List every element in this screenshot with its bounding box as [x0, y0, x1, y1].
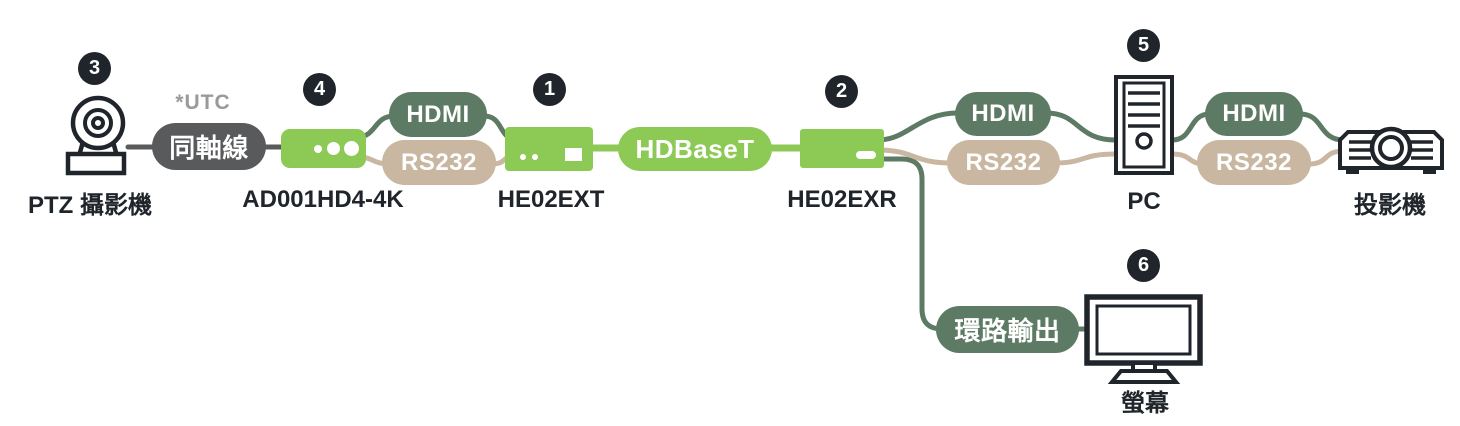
projector-label: 投影機 — [1354, 192, 1426, 219]
he02ext-label: HE02EXT — [497, 186, 605, 213]
rs232-pill-1: RS232 — [382, 140, 496, 185]
device-dot — [327, 142, 340, 155]
monitor-label: 螢幕 — [1121, 390, 1169, 417]
he02exr-label: HE02EXR — [787, 186, 897, 213]
badge-1: 1 — [533, 73, 566, 106]
badge-4: 4 — [303, 73, 336, 106]
loop-output-wire — [877, 156, 945, 332]
ad001-label: AD001HD4-4K — [242, 186, 404, 213]
hdbaset-pill: HDBaseT — [618, 127, 772, 171]
hdmi-pill-1: HDMI — [389, 92, 487, 137]
rs232-pill-3: RS232 — [1197, 140, 1311, 185]
hdmi-wire-pc-left — [1043, 110, 1119, 143]
he02ext-device — [505, 127, 593, 171]
device-dot — [520, 154, 526, 160]
hdmi-wire-exr-left — [875, 110, 961, 143]
projector-icon — [1336, 120, 1446, 187]
coaxial-pill: 同軸線 — [152, 123, 266, 170]
badge-5: 5 — [1127, 29, 1160, 62]
hdmi-wire-pc-right — [1169, 111, 1213, 143]
pc-tower-icon — [1113, 74, 1175, 181]
hdmi-wire-projector — [1297, 111, 1347, 143]
device-dot — [344, 141, 359, 156]
monitor-icon — [1083, 293, 1203, 392]
rs232-wire-exr-left — [875, 147, 955, 166]
utc-annotation: *UTC — [175, 91, 231, 114]
ptz-camera-icon — [58, 92, 138, 181]
hdmi-pill-2: HDMI — [955, 92, 1051, 136]
device-port — [856, 151, 876, 159]
ad001hd4-4k-device — [281, 129, 366, 168]
hdmi-pill-3: HDMI — [1205, 92, 1303, 136]
badge-6: 6 — [1127, 249, 1160, 282]
device-port — [565, 148, 582, 161]
device-dot — [532, 154, 538, 160]
he02exr-device — [800, 129, 884, 168]
loop-output-pill: 環路輸出 — [936, 306, 1079, 353]
rs232-wire-pc-left — [1051, 151, 1119, 166]
badge-2: 2 — [825, 75, 858, 108]
camera-label: PTZ 攝影機 — [28, 192, 152, 219]
device-dot — [314, 145, 322, 153]
badge-3: 3 — [78, 52, 111, 85]
rs232-pill-2: RS232 — [947, 140, 1060, 185]
pc-label: PC — [1127, 188, 1161, 215]
